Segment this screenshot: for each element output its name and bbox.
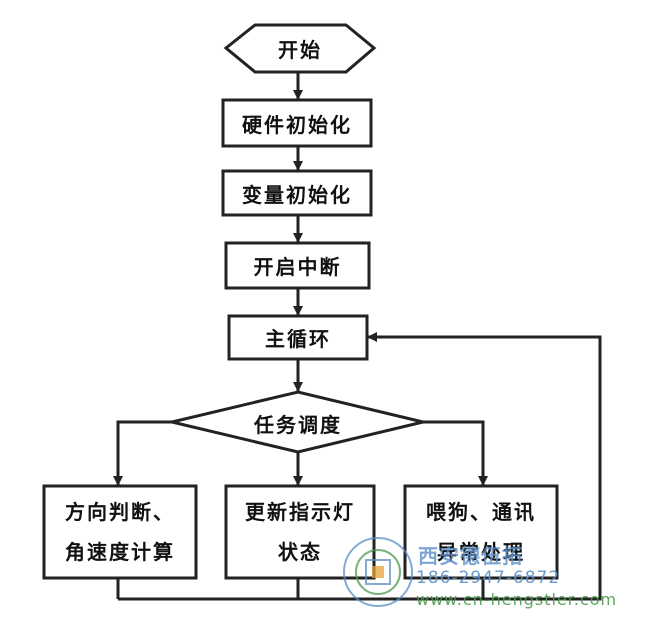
start-terminal xyxy=(223,23,377,74)
task-left-line1: 方向判断、 xyxy=(65,500,175,524)
task-sched-label: 任务调度 xyxy=(254,412,342,437)
watermark-url: www.cn-hengstler.com xyxy=(416,590,618,609)
main-loop-box xyxy=(227,314,369,361)
enable-int-label: 开启中断 xyxy=(253,255,342,279)
watermark-company: 西安德伍拓 xyxy=(418,544,523,568)
start-label: 开始 xyxy=(278,38,322,62)
loop-back-line xyxy=(118,332,602,601)
task-right-box xyxy=(403,484,559,580)
hw-init-label: 硬件初始化 xyxy=(242,112,352,137)
main-loop-label: 主循环 xyxy=(265,327,331,351)
task-mid-box xyxy=(224,484,376,580)
watermark-logo xyxy=(343,537,413,607)
task-right-line1: 喂狗、通讯 xyxy=(426,500,536,524)
enable-int-box xyxy=(224,241,371,290)
arrow-sched-left xyxy=(113,420,172,486)
task-mid-line2: 状态 xyxy=(278,540,322,564)
task-mid-line1: 更新指示灯 xyxy=(245,500,355,524)
arrow-sched-right xyxy=(423,420,488,486)
task-left-line2: 角速度计算 xyxy=(65,540,175,564)
task-right-line2: 异常处理 xyxy=(437,540,525,564)
watermark-phone: 186-2947-6872 xyxy=(416,568,561,588)
task-left-box xyxy=(42,484,198,580)
hw-init-box xyxy=(221,98,373,148)
var-init-label: 变量初始化 xyxy=(242,182,352,207)
